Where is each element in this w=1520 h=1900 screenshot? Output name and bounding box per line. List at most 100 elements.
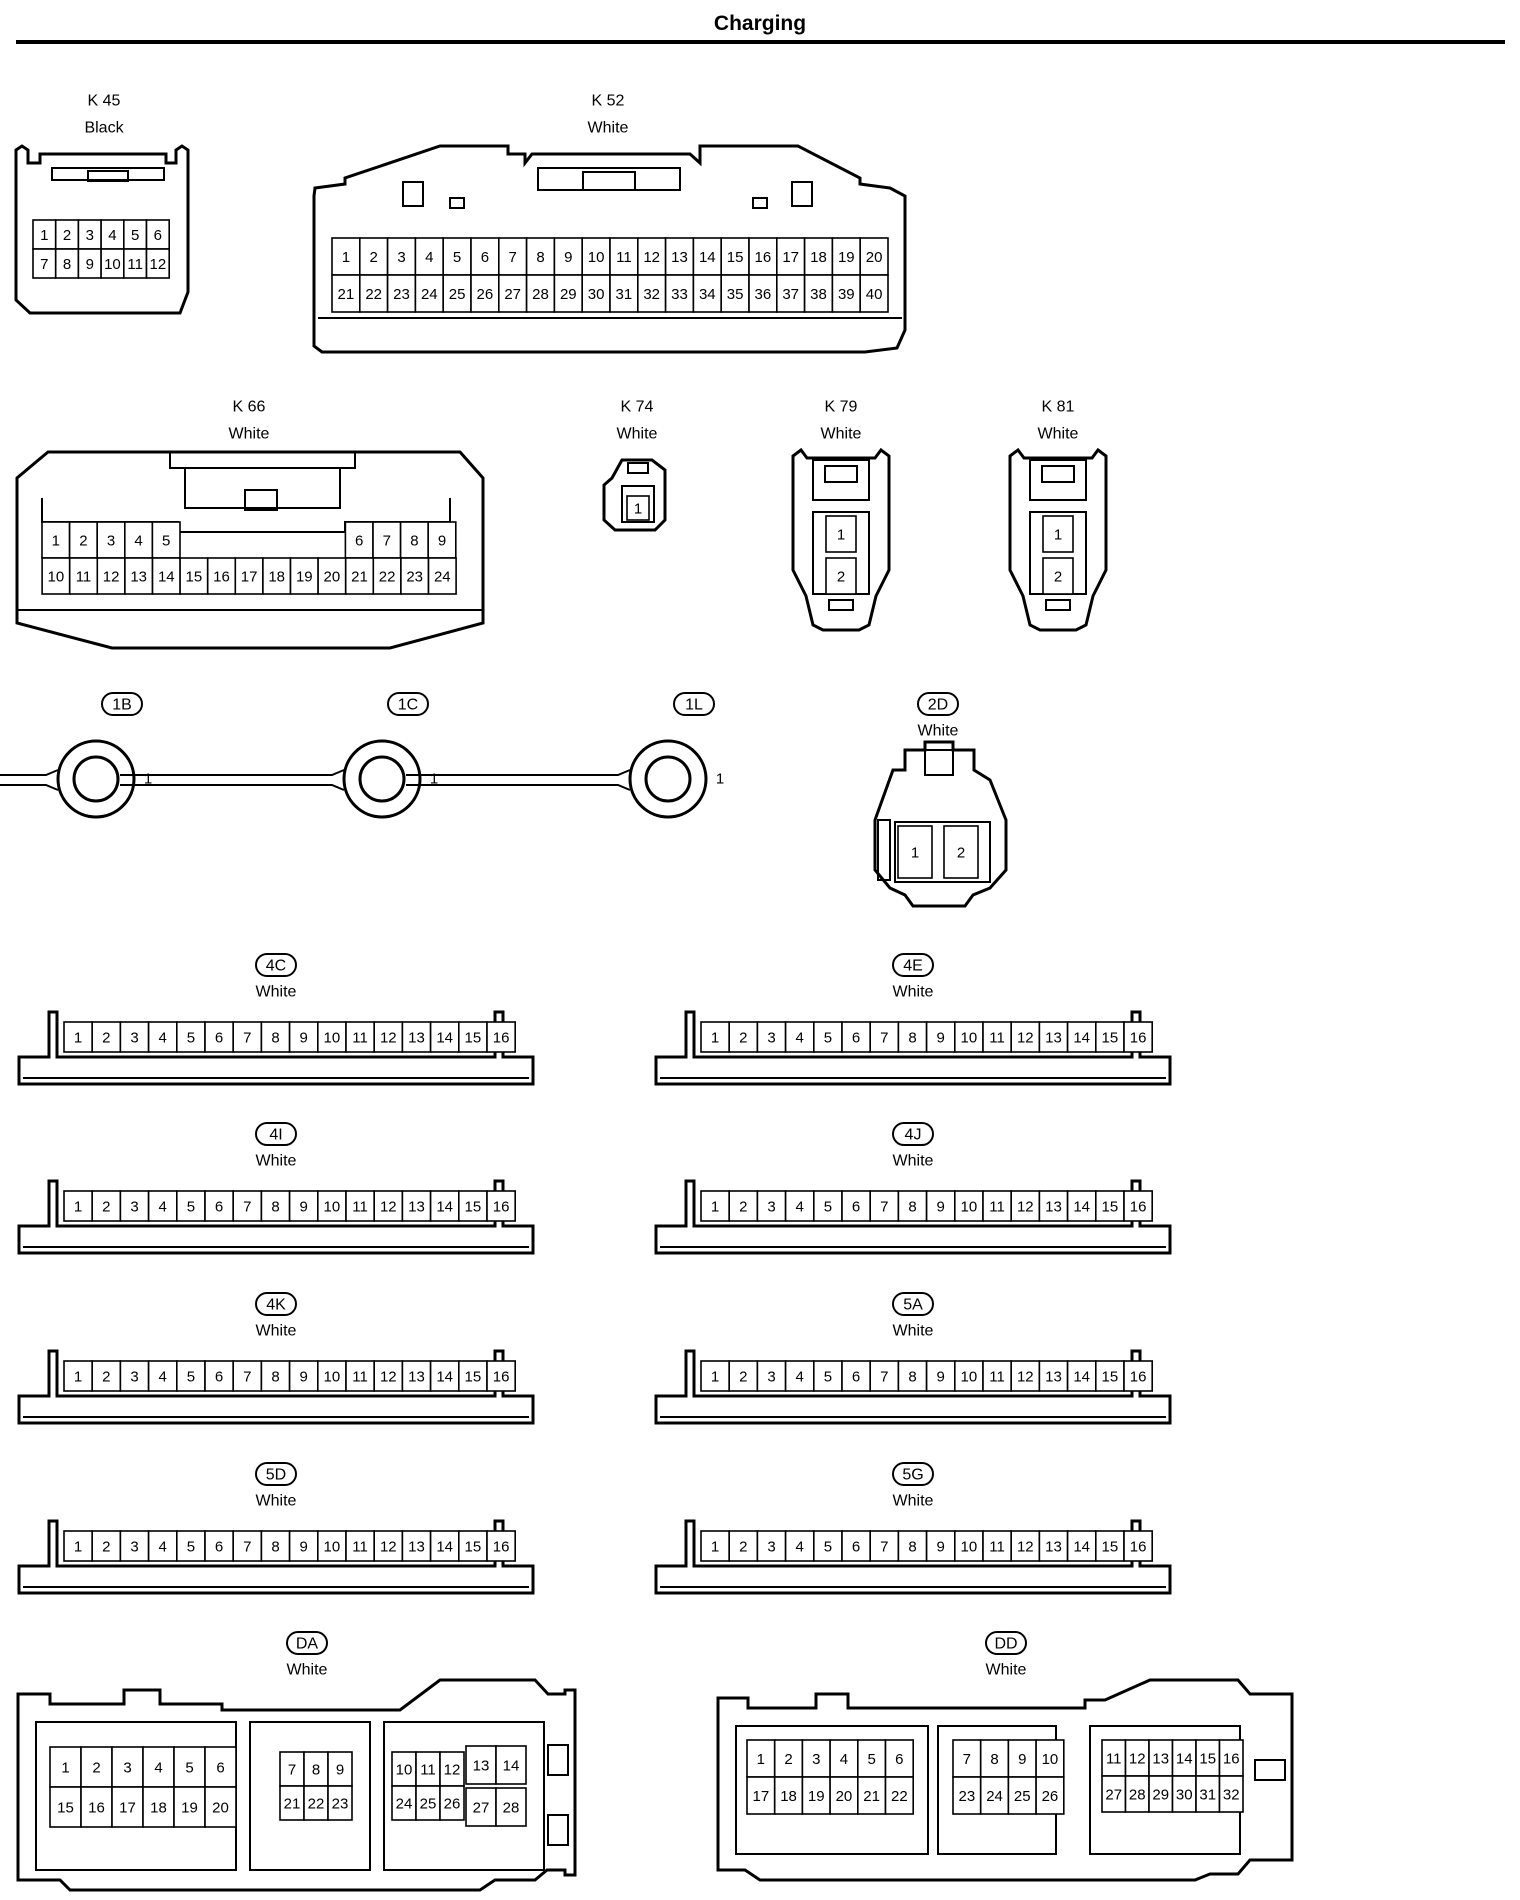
connector-latch	[627, 462, 649, 474]
pin-cell	[260, 1360, 291, 1392]
pin-cell	[49, 1746, 82, 1788]
pin-cell	[897, 1190, 928, 1222]
pin-cell	[111, 1746, 144, 1788]
connector-badge	[985, 1631, 1027, 1655]
pin-cell	[609, 274, 639, 313]
pin-cell	[856, 1739, 887, 1778]
connector-1b: 1B1	[0, 692, 152, 819]
pin-cell	[1123, 1530, 1154, 1562]
pin-cell	[401, 1190, 432, 1222]
connector-badge	[892, 1122, 934, 1146]
connector-latch	[184, 468, 341, 509]
pin-number: 1	[711, 1199, 719, 1216]
pin-number: 5	[185, 1760, 193, 1777]
connector-key	[449, 197, 465, 209]
pin-number: 26	[477, 286, 494, 303]
pin-cell	[317, 557, 347, 595]
pin-cell	[373, 1360, 404, 1392]
pin-cell	[289, 557, 319, 595]
title-rule	[16, 40, 1505, 44]
pin-number: 11	[352, 1030, 368, 1047]
pin-number: 14	[436, 1369, 453, 1386]
pin-cell	[700, 1530, 731, 1562]
connector-latch	[1029, 459, 1087, 501]
pin-number: 20	[836, 1788, 853, 1805]
pin-number: 16	[1130, 1199, 1147, 1216]
pin-cell	[728, 1021, 759, 1053]
pin-number: 10	[1042, 1751, 1059, 1768]
pin-number: 12	[1017, 1199, 1034, 1216]
pin-cell	[41, 521, 71, 559]
pin-number: 11	[352, 1539, 368, 1556]
pin-number: 4	[108, 227, 116, 244]
pin-cell	[145, 248, 171, 279]
pin-number: 3	[123, 1760, 131, 1777]
pin-cell	[746, 1739, 776, 1778]
connector-housing	[654, 1179, 1172, 1255]
pin-number: 2	[102, 1539, 110, 1556]
pin-number: 19	[838, 249, 855, 266]
wire	[120, 769, 345, 791]
pin-cell	[331, 237, 361, 276]
pin-number: 16	[493, 1030, 510, 1047]
connector-socket	[894, 821, 991, 883]
pin-cell	[775, 274, 806, 313]
pin-number: 9	[300, 1199, 308, 1216]
pin-number: 1	[144, 771, 152, 788]
pin-number: 28	[532, 286, 549, 303]
pin-number: 20	[212, 1800, 229, 1817]
pin-number: 2	[79, 533, 87, 550]
pin-number: 27	[473, 1800, 490, 1817]
pin-cell	[626, 495, 650, 521]
pin-number: 15	[465, 1199, 482, 1216]
pin-number: 5	[824, 1539, 832, 1556]
pin-number: 8	[908, 1369, 916, 1386]
pin-number: 5	[824, 1199, 832, 1216]
pin-number: 2	[102, 1030, 110, 1047]
connector-housing	[16, 1678, 577, 1892]
pin-cell	[1010, 1190, 1041, 1222]
pin-number: 8	[271, 1030, 279, 1047]
pin-cell	[327, 1785, 353, 1821]
pin-number: 7	[880, 1369, 888, 1386]
connector-housing	[312, 144, 907, 354]
connector-badge	[892, 953, 934, 977]
pin-cell	[1042, 515, 1074, 553]
page-title: Charging	[713, 12, 807, 35]
pin-number: 8	[536, 249, 544, 266]
pin-cell	[812, 1021, 843, 1053]
pin-number: 11	[127, 256, 143, 273]
pin-number: 17	[782, 249, 799, 266]
pin-number: 11	[420, 1762, 436, 1779]
pin-number: 1	[634, 501, 642, 518]
pin-number: 3	[130, 1199, 138, 1216]
pin-cell	[176, 1190, 206, 1222]
pin-number: 7	[509, 249, 517, 266]
pin-number: 35	[727, 286, 744, 303]
pin-number: 13	[1045, 1539, 1062, 1556]
pin-number: 18	[150, 1800, 167, 1817]
connector-color: White	[986, 1662, 1027, 1679]
connector-color: White	[893, 1493, 934, 1510]
pin-cell	[1218, 1775, 1244, 1813]
connector-key	[1254, 1759, 1286, 1781]
pin-cell	[119, 1360, 150, 1392]
connector-id: 1C	[398, 697, 418, 714]
pin-number: 11	[1106, 1751, 1122, 1768]
pin-number: 2	[739, 1030, 747, 1047]
pin-cell	[442, 237, 472, 276]
pin-number: 14	[1176, 1751, 1193, 1768]
pin-number: 20	[324, 569, 341, 586]
pin-number: 2	[102, 1199, 110, 1216]
connector-badge	[892, 1292, 934, 1316]
ring-terminal	[56, 739, 136, 819]
pin-number: 13	[408, 1539, 425, 1556]
connector-color: White	[821, 426, 862, 443]
pin-number: 7	[383, 533, 391, 550]
pin-number: 10	[961, 1539, 978, 1556]
